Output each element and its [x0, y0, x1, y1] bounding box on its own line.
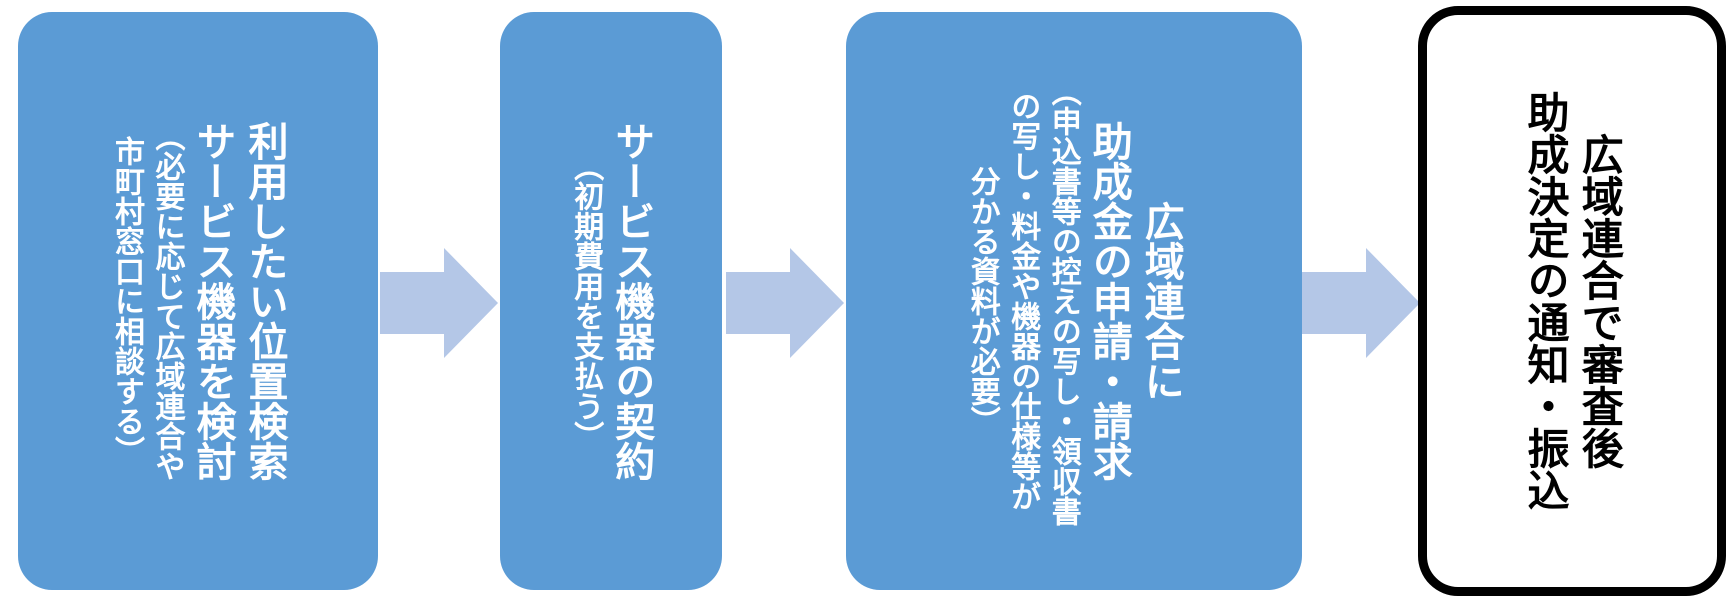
step-4-main-line-1: 広域連合で審査後 [1575, 133, 1625, 469]
step-3-sub-line-2: の写し・料金や機器の仕様等が [1005, 91, 1041, 511]
step-4-main-line-2: 助成決定の通知・振込 [1521, 91, 1570, 511]
step-3-box: 広域連合に 助成金の申請・請求 （申込書等の控えの写し・領収書 の写し・料金や機… [846, 12, 1302, 590]
step-1-sub-line-2: 市町村窓口に相談する） [109, 136, 144, 466]
step-3-main-line-2: 助成金の申請・請求 [1085, 121, 1132, 481]
step-1-main-line-1: 利用したい位置検索 [241, 121, 288, 481]
step-3-main-line-1: 広域連合に [1137, 201, 1184, 401]
step-2-box: サービス機器の契約 （初期費用を支払う） [500, 12, 722, 590]
step-2-sub-line-1: （初期費用を支払う） [568, 151, 604, 451]
arrow-right-icon [1302, 248, 1420, 358]
arrow-right-icon [380, 248, 498, 358]
step-4-box: 広域連合で審査後 助成決定の通知・振込 [1418, 6, 1726, 596]
step-2-main-line-1: サービス機器の契約 [608, 121, 655, 481]
step-3-sub-line-3: 分かる資料が必要） [964, 166, 1000, 436]
arrow-right-icon [726, 248, 844, 358]
step-3-sub-line-1: （申込書等の控えの写し・領収書 [1045, 76, 1081, 526]
step-1-sub-line-1: （必要に応じて広域連合や [149, 121, 185, 481]
step-1-main-line-2: サービス機器を検討 [189, 121, 236, 481]
step-1-box: 利用したい位置検索 サービス機器を検討 （必要に応じて広域連合や 市町村窓口に相… [18, 12, 378, 590]
